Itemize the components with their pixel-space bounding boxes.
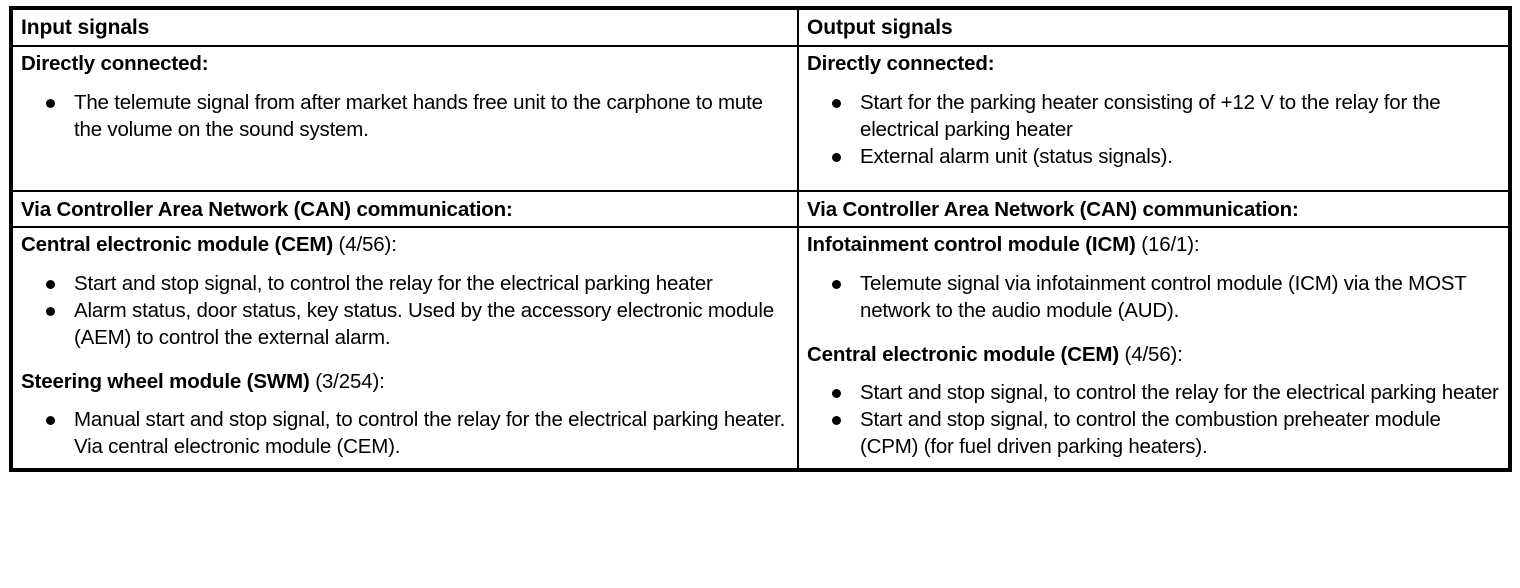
- bullet-dot-icon: [46, 307, 55, 316]
- section-lead-can-input: Via Controller Area Network (CAN) commun…: [21, 197, 789, 222]
- list-item: Manual start and stop signal, to control…: [21, 406, 789, 460]
- cell-input-can-communication: Via Controller Area Network (CAN) commun…: [10, 190, 799, 228]
- module-code-text: (4/56):: [333, 233, 397, 256]
- list-item: Alarm status, door status, key status. U…: [21, 297, 789, 351]
- list-item-text: Start for the parking heater consisting …: [860, 91, 1441, 141]
- column-header-output-signals: Output signals: [807, 16, 953, 39]
- list-item-text: Telemute signal via infotainment control…: [860, 272, 1467, 322]
- list-item-text: Alarm status, door status, key status. U…: [74, 299, 774, 349]
- bullet-list-output-directly-connected: Start for the parking heater consisting …: [807, 89, 1500, 170]
- bullet-dot-icon: [832, 99, 841, 108]
- list-item-text: Manual start and stop signal, to control…: [74, 408, 786, 458]
- list-item-text: Start and stop signal, to control the co…: [860, 408, 1441, 458]
- module-heading-swm-input: Steering wheel module (SWM) (3/254):: [21, 369, 789, 394]
- list-item: External alarm unit (status signals).: [807, 143, 1500, 170]
- bullet-dot-icon: [832, 153, 841, 162]
- table-row-directly-connected: Directly connected: The telemute signal …: [10, 45, 1511, 192]
- input-output-signals-table: Input signals Output signals Directly co…: [9, 6, 1512, 472]
- lead-bold-text: Via Controller Area Network (CAN) commun…: [21, 198, 513, 221]
- section-lead-can-output: Via Controller Area Network (CAN) commun…: [807, 197, 1500, 222]
- cell-input-directly-connected: Directly connected: The telemute signal …: [10, 45, 799, 192]
- column-header-input-signals: Input signals: [21, 16, 150, 39]
- list-item: Start and stop signal, to control the re…: [807, 379, 1500, 406]
- list-item: Start for the parking heater consisting …: [807, 89, 1500, 143]
- lead-bold-text: Via Controller Area Network (CAN) commun…: [807, 198, 1299, 221]
- bullet-dot-icon: [832, 389, 841, 398]
- list-item: Start and stop signal, to control the co…: [807, 406, 1500, 460]
- bullet-list-output-cem: Start and stop signal, to control the re…: [807, 379, 1500, 460]
- bullet-dot-icon: [832, 280, 841, 289]
- section-lead-directly-connected-output: Directly connected:: [807, 51, 1500, 76]
- list-item: The telemute signal from after market ha…: [21, 89, 789, 143]
- module-heading-cem-input: Central electronic module (CEM) (4/56):: [21, 232, 789, 257]
- header-cell-output-signals: Output signals: [797, 7, 1511, 47]
- table-header-row: Input signals Output signals: [10, 7, 1511, 47]
- cell-output-directly-connected: Directly connected: Start for the parkin…: [797, 45, 1511, 192]
- list-item: Telemute signal via infotainment control…: [807, 270, 1500, 324]
- lead-bold-text: Directly connected:: [21, 52, 209, 75]
- module-name-text: Central electronic module (CEM): [807, 343, 1120, 366]
- table-row-can-communication: Via Controller Area Network (CAN) commun…: [10, 190, 1511, 228]
- bullet-list-input-swm: Manual start and stop signal, to control…: [21, 406, 789, 460]
- bullet-dot-icon: [832, 416, 841, 425]
- cell-output-can-communication: Via Controller Area Network (CAN) commun…: [797, 190, 1511, 228]
- header-cell-input-signals: Input signals: [10, 7, 799, 47]
- list-item-text: Start and stop signal, to control the re…: [74, 272, 713, 295]
- list-item-text: Start and stop signal, to control the re…: [860, 381, 1499, 404]
- module-name-text: Central electronic module (CEM): [21, 233, 334, 256]
- bullet-list-input-cem: Start and stop signal, to control the re…: [21, 270, 789, 351]
- module-heading-cem-output: Central electronic module (CEM) (4/56):: [807, 342, 1500, 367]
- list-item-text: The telemute signal from after market ha…: [74, 91, 763, 141]
- module-heading-icm-output: Infotainment control module (ICM) (16/1)…: [807, 232, 1500, 257]
- bullet-dot-icon: [46, 416, 55, 425]
- module-name-text: Steering wheel module (SWM): [21, 370, 310, 393]
- module-code-text: (16/1):: [1135, 233, 1200, 256]
- list-item-text: External alarm unit (status signals).: [860, 145, 1173, 168]
- bullet-dot-icon: [46, 99, 55, 108]
- cell-input-modules: Central electronic module (CEM) (4/56): …: [10, 226, 799, 471]
- bullet-list-output-icm: Telemute signal via infotainment control…: [807, 270, 1500, 324]
- section-lead-directly-connected-input: Directly connected:: [21, 51, 789, 76]
- bullet-list-input-directly-connected: The telemute signal from after market ha…: [21, 89, 789, 143]
- module-name-text: Infotainment control module (ICM): [807, 233, 1136, 256]
- cell-output-modules: Infotainment control module (ICM) (16/1)…: [797, 226, 1511, 471]
- lead-bold-text: Directly connected:: [807, 52, 995, 75]
- module-code-text: (4/56):: [1119, 343, 1183, 366]
- table-row-modules: Central electronic module (CEM) (4/56): …: [10, 226, 1511, 471]
- list-item: Start and stop signal, to control the re…: [21, 270, 789, 297]
- bullet-dot-icon: [46, 280, 55, 289]
- module-code-text: (3/254):: [309, 370, 385, 393]
